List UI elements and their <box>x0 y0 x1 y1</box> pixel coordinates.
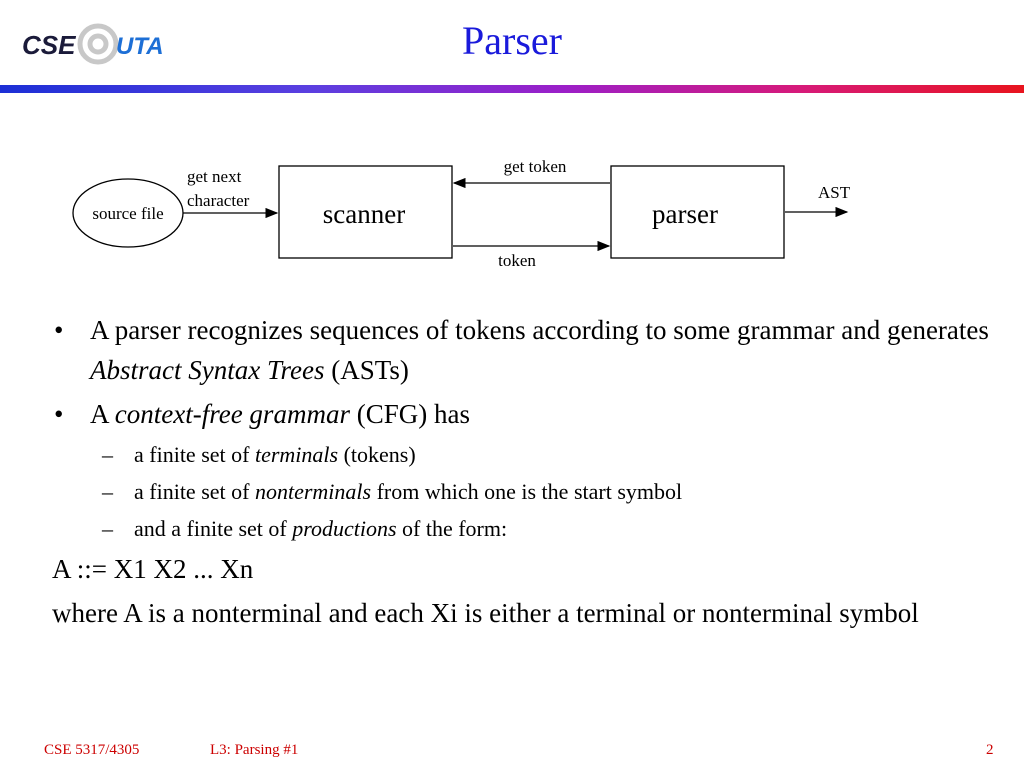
bullet-emphasis: Abstract Syntax Trees <box>90 355 325 385</box>
sub-bullet-text: of the form: <box>396 516 508 541</box>
bullet-text: A parser recognizes sequences of tokens … <box>90 315 989 345</box>
parser-box <box>610 165 785 259</box>
sub-bullet-emphasis: productions <box>292 516 397 541</box>
sub-bullet-text: and a finite set of <box>134 516 293 541</box>
token-label: token <box>498 251 536 270</box>
scanner-label: scanner <box>323 199 405 229</box>
sub-bullet-nonterminals: – a finite set of nonterminals from whic… <box>52 475 1002 508</box>
dash-marker: – <box>102 516 113 541</box>
bullet-marker: • <box>54 399 64 429</box>
sub-bullet-text: (tokens) <box>338 442 416 467</box>
source-file-label: source file <box>92 204 163 223</box>
sub-bullet-emphasis: terminals <box>254 442 339 467</box>
parser-diagram: source file get next character scanner p… <box>72 157 851 270</box>
sub-bullet-text: a finite set of <box>134 479 255 504</box>
dash-marker: – <box>102 442 113 467</box>
slide-title: Parser <box>462 18 562 63</box>
bullet-cfg: • A context-free grammar (CFG) has <box>52 394 1002 434</box>
production-explanation: where A is a nonterminal and each Xi is … <box>52 598 919 628</box>
bullet-text: (CFG) has <box>349 399 470 429</box>
at-sign-icon <box>77 23 119 65</box>
footer-page-number: 2 <box>986 742 994 758</box>
bullet-text: (ASTs) <box>324 355 409 385</box>
get-next-label-line1: get next <box>187 167 242 186</box>
footer-lecture: L3: Parsing #1 <box>210 742 299 758</box>
logo-text-uta: UTA <box>116 33 162 60</box>
get-next-label-line2: character <box>187 191 250 210</box>
sub-bullet-terminals: – a finite set of terminals (tokens) <box>52 438 1002 471</box>
sub-bullet-text: a finite set of <box>134 442 255 467</box>
scanner-box <box>278 165 453 259</box>
get-token-label: get token <box>504 157 567 176</box>
title-divider <box>0 85 1024 93</box>
bullet-text: A <box>90 399 115 429</box>
sub-bullet-emphasis: nonterminals <box>254 479 372 504</box>
production-form: A ::= X1 X2 ... Xn <box>52 554 254 584</box>
logo-text-cse: CSE <box>22 30 76 60</box>
bullet-parser-description: • A parser recognizes sequences of token… <box>52 310 1002 390</box>
sub-bullet-productions: – and a finite set of productions of the… <box>52 512 1002 545</box>
bullet-marker: • <box>54 315 64 345</box>
dash-marker: – <box>102 479 113 504</box>
parser-label: parser <box>652 199 718 229</box>
cse-uta-logo: CSE UTA <box>22 23 162 65</box>
ast-label: AST <box>818 183 851 202</box>
footer-course: CSE 5317/4305 <box>44 742 140 758</box>
slide-body: • A parser recognizes sequences of token… <box>52 310 1002 633</box>
sub-bullet-text: from which one is the start symbol <box>371 479 683 504</box>
bullet-emphasis: context-free grammar <box>114 399 350 429</box>
